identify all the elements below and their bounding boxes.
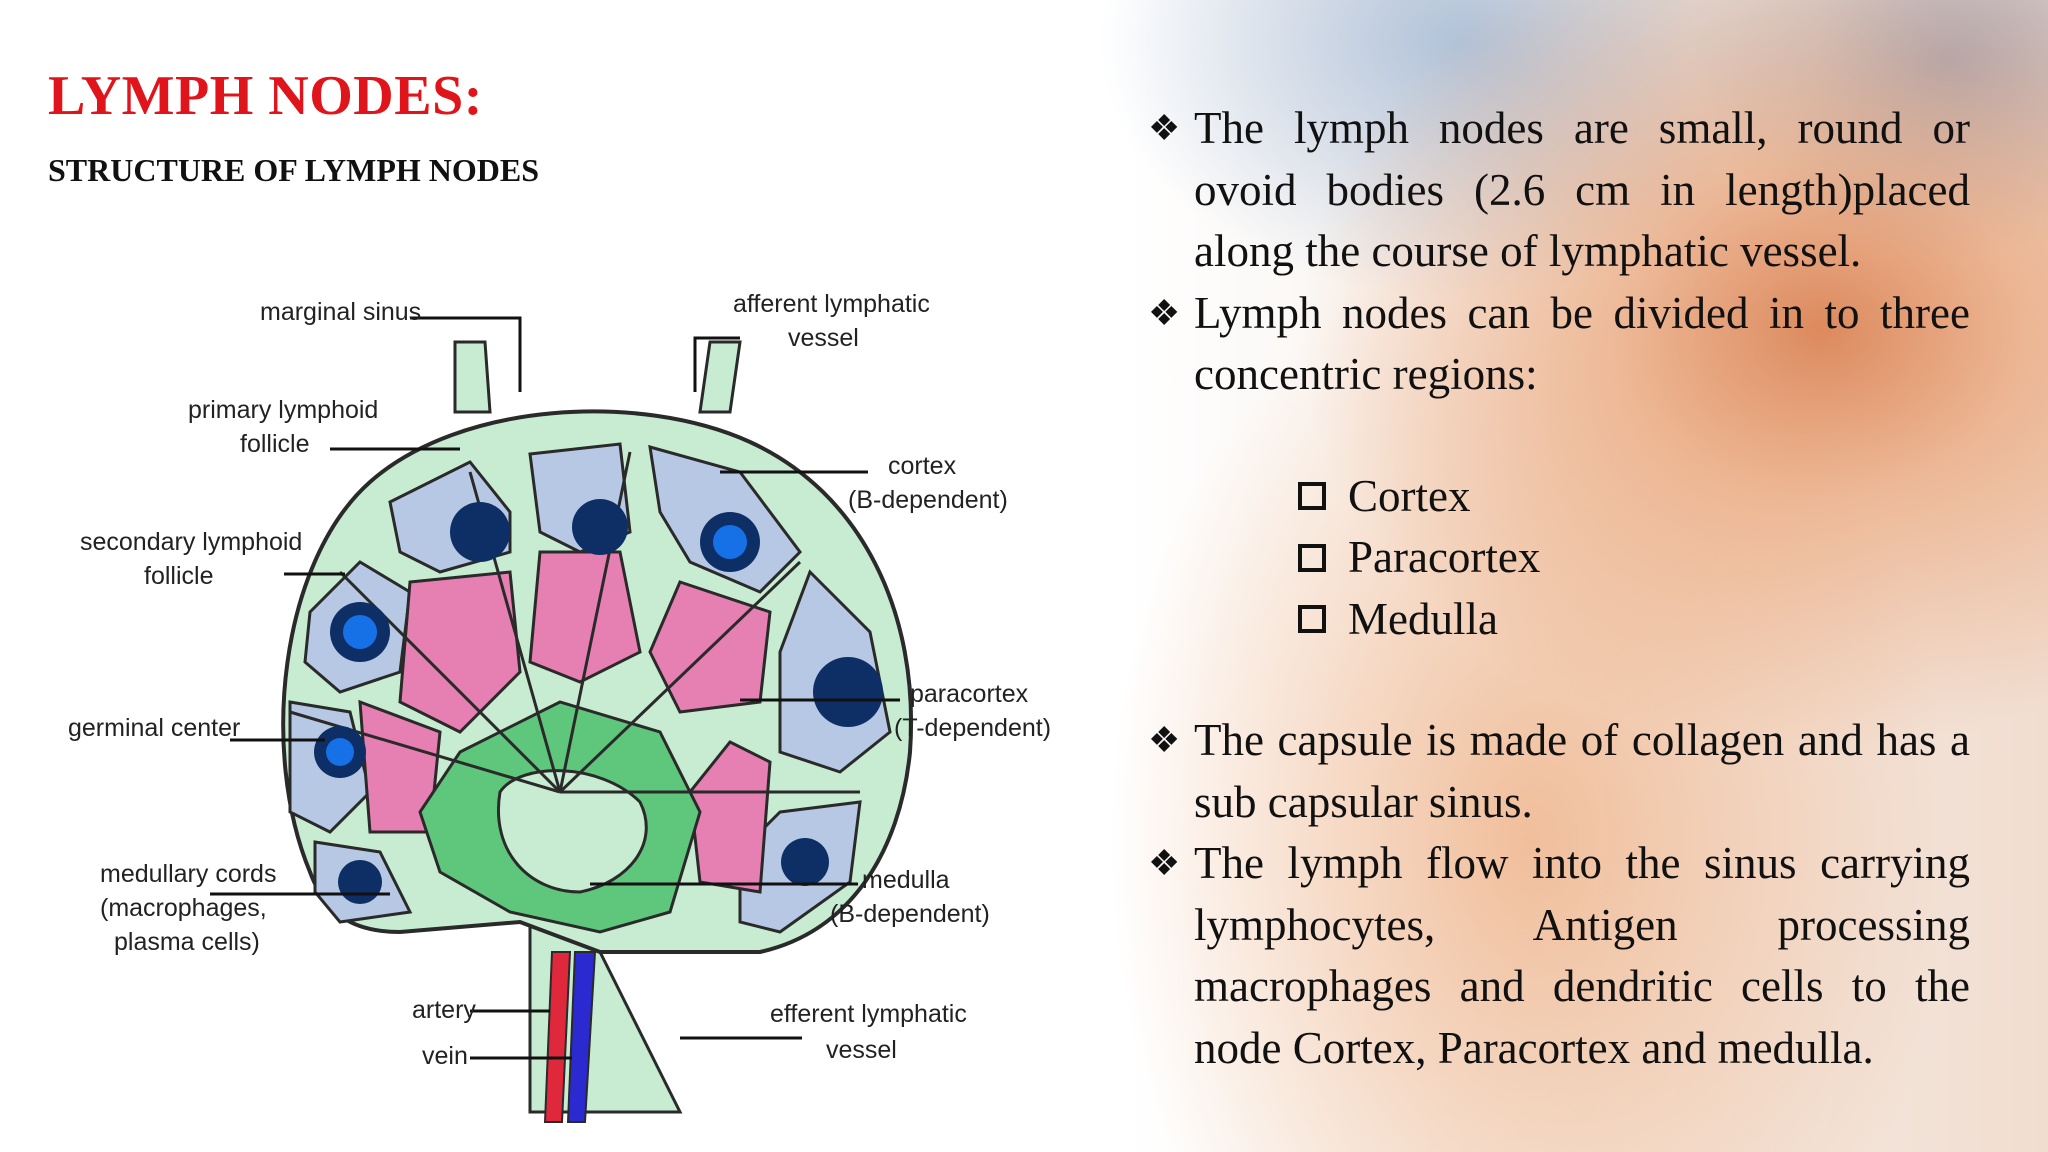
region-label: Paracortex bbox=[1348, 532, 1541, 582]
vein-shape bbox=[566, 951, 597, 1123]
bullet-item: ❖ Lymph nodes can be divided in to three… bbox=[1148, 283, 1970, 406]
bullet-item: ❖ The capsule is made of collagen and ha… bbox=[1148, 710, 1970, 833]
bullet-text: Lymph nodes can be divided in to three c… bbox=[1194, 287, 1970, 400]
primary-follicle bbox=[450, 502, 510, 562]
label-medcords-3: plasma cells) bbox=[114, 928, 260, 956]
artery-shape bbox=[543, 951, 572, 1123]
label-primary-2: follicle bbox=[240, 430, 309, 458]
primary-follicle bbox=[572, 499, 628, 555]
bullet-text: The capsule is made of collagen and has … bbox=[1194, 715, 1970, 827]
region-item: Medulla bbox=[1298, 589, 1970, 651]
region-item: Paracortex bbox=[1298, 527, 1970, 589]
label-artery: artery bbox=[412, 996, 476, 1024]
slide-title: LYMPH NODES: bbox=[48, 65, 483, 127]
description-text: ❖ The lymph nodes are small, round or ov… bbox=[1148, 98, 1970, 1079]
primary-follicle bbox=[338, 860, 382, 904]
label-efferent-2: vessel bbox=[826, 1036, 897, 1064]
label-afferent-1: afferent lymphatic bbox=[733, 290, 930, 318]
label-afferent-2: vessel bbox=[788, 324, 859, 352]
bullet-diamond-icon: ❖ bbox=[1148, 720, 1181, 760]
label-medulla-2: (B-dependent) bbox=[830, 900, 990, 928]
region-label: Cortex bbox=[1348, 470, 1471, 521]
checkbox-icon bbox=[1298, 543, 1326, 572]
bullet-item: ❖ The lymph nodes are small, round or ov… bbox=[1148, 98, 1970, 283]
primary-follicle bbox=[813, 657, 883, 727]
label-paracortex-1: paracortex bbox=[910, 680, 1029, 708]
germinal-center-spot bbox=[713, 525, 747, 559]
label-paracortex-2: (T-dependent) bbox=[894, 714, 1051, 742]
label-germinal-center: germinal center bbox=[68, 714, 240, 742]
bullet-text: The lymph nodes are small, round or ovoi… bbox=[1194, 103, 1970, 276]
label-efferent-1: efferent lymphatic bbox=[770, 1000, 967, 1028]
label-marginal-sinus: marginal sinus bbox=[260, 298, 421, 326]
bullet-diamond-icon: ❖ bbox=[1148, 108, 1181, 148]
label-secondary-2: follicle bbox=[144, 562, 213, 590]
bullet-diamond-icon: ❖ bbox=[1148, 843, 1181, 883]
label-medcords-2: (macrophages, bbox=[100, 894, 267, 922]
primary-follicle bbox=[781, 838, 829, 886]
lymph-node-diagram: marginal sinus afferent lymphatic vessel… bbox=[40, 232, 1080, 1128]
checkbox-icon bbox=[1298, 482, 1326, 511]
label-medcords-1: medullary cords bbox=[100, 860, 276, 888]
label-secondary-1: secondary lymphoid bbox=[80, 528, 302, 556]
region-list: Cortex Paracortex Medulla bbox=[1298, 466, 1970, 651]
germinal-center-spot bbox=[343, 615, 377, 649]
label-cortex-2: (B-dependent) bbox=[848, 486, 1008, 514]
region-item: Cortex bbox=[1298, 466, 1970, 528]
region-label: Medulla bbox=[1348, 593, 1498, 644]
bullet-item: ❖ The lymph flow into the sinus carrying… bbox=[1148, 833, 1970, 1079]
leader-lines bbox=[210, 316, 900, 1060]
bullet-diamond-icon: ❖ bbox=[1148, 292, 1181, 333]
bullet-text: The lymph flow into the sinus carrying l… bbox=[1194, 838, 1970, 1073]
label-vein: vein bbox=[422, 1042, 468, 1070]
lymph-node-illustration: marginal sinus afferent lymphatic vessel… bbox=[68, 290, 1051, 1123]
germinal-center-spot bbox=[326, 738, 354, 766]
checkbox-icon bbox=[1298, 605, 1326, 634]
afferent-vessel-left bbox=[453, 340, 492, 414]
label-cortex-1: cortex bbox=[888, 452, 957, 480]
afferent-vessel-right bbox=[698, 340, 742, 414]
label-primary-1: primary lymphoid bbox=[188, 396, 378, 424]
label-medulla-1: medulla bbox=[862, 866, 950, 894]
slide-subtitle: STRUCTURE OF LYMPH NODES bbox=[48, 152, 540, 188]
medullary-sinus bbox=[497, 769, 648, 894]
